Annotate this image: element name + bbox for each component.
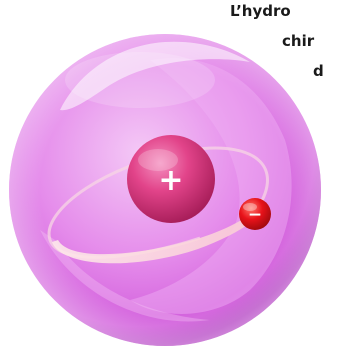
sphere-highlight-soft (65, 52, 215, 108)
nucleus-charge-sign: + (158, 163, 183, 198)
electron-charge-sign: − (248, 205, 262, 225)
